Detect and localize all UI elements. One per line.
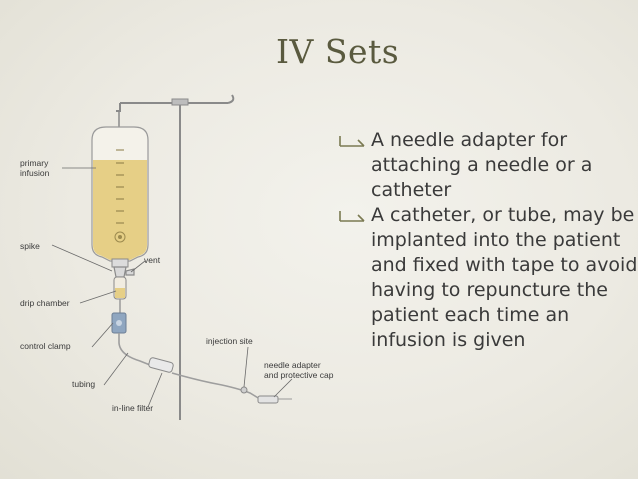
label-needle-adapter: needle adapter: [264, 360, 321, 370]
spike-and-vent: [113, 266, 135, 278]
label-needle-adapter-2: and protective cap: [264, 370, 334, 380]
injection-site: [240, 386, 248, 394]
label-tubing: tubing: [72, 379, 95, 389]
iv-pole: [116, 94, 235, 420]
bullet-item: A needle adapter for attaching a needle …: [338, 128, 638, 203]
label-primary-infusion-2: infusion: [20, 168, 50, 178]
label-vent: vent: [144, 255, 161, 265]
label-primary-infusion: primary: [20, 158, 49, 168]
label-inline-filter: in-line filter: [112, 403, 153, 413]
bullet-arrow-icon: [339, 136, 365, 147]
slide-title: IV Sets: [276, 32, 400, 71]
control-clamp: [111, 312, 127, 334]
bullet-list: A needle adapter for attaching a needle …: [338, 128, 638, 353]
iv-set-diagram: primary infusion spike vent drip chamber…: [20, 94, 334, 420]
bullet-item: A catheter, or tube, may be implanted in…: [338, 203, 638, 353]
label-spike: spike: [20, 241, 40, 251]
label-control-clamp: control clamp: [20, 341, 71, 351]
infusion-bottle: [91, 126, 149, 268]
drip-chamber: [113, 276, 127, 313]
label-drip-chamber: drip chamber: [20, 298, 70, 308]
bullet-arrow-icon: [339, 211, 365, 222]
needle-adapter: [257, 395, 292, 404]
bullet-text: A needle adapter for attaching a needle …: [371, 129, 593, 201]
inline-filter: [148, 357, 174, 373]
bullet-text: A catheter, or tube, may be implanted in…: [371, 204, 638, 351]
label-injection-site: injection site: [206, 336, 253, 346]
